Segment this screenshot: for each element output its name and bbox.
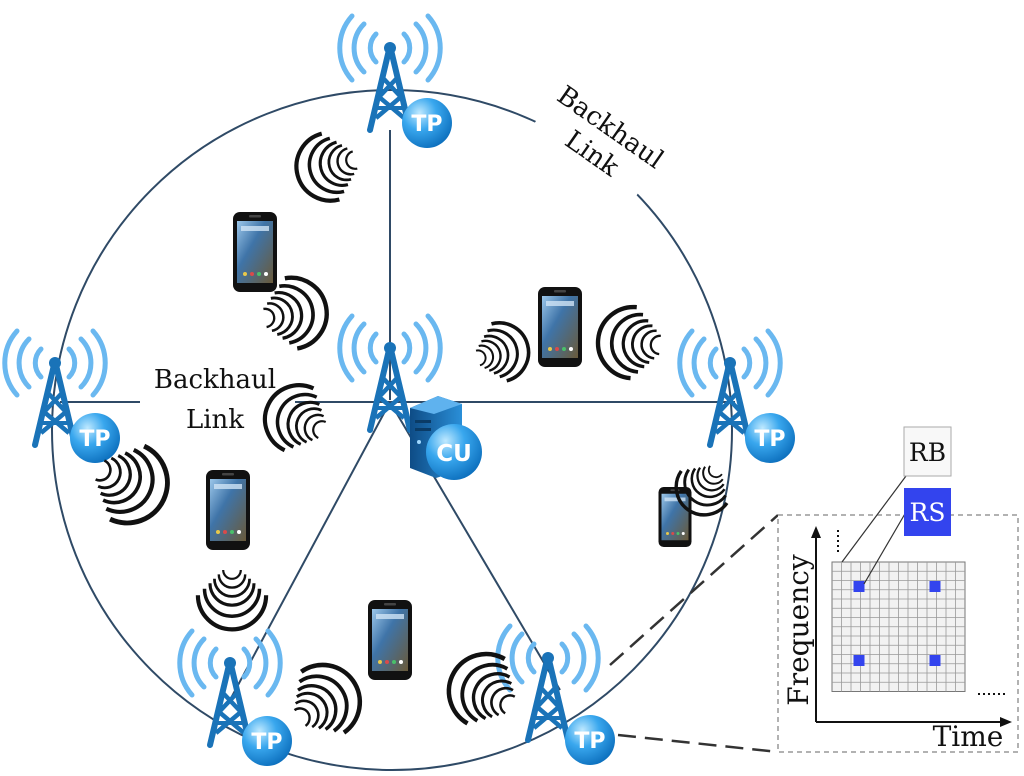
tp-badge-top: TP [402,98,452,148]
smartphone-icon-right [658,487,692,547]
rs-cell-2 [929,581,941,592]
radio-wave-icon-4 [595,304,663,380]
svg-text:Link: Link [186,405,244,435]
backhaul-link-label-left: Backhaul Link [154,365,276,435]
rs-cell-4 [929,655,941,666]
svg-text:TP: TP [79,427,110,452]
resource-grid [831,561,966,692]
svg-text:RB: RB [909,438,946,467]
frequency-axis-label: Frequency [782,554,815,706]
rs-cell-1 [853,581,865,592]
resource-grid-panel: Frequency Time RB RS [777,426,1019,753]
rs-cell-3 [853,655,865,666]
zoom-callout-lines [609,514,779,754]
radio-wave-icon-9 [279,650,375,748]
smartphone-icon-center-right [538,287,582,367]
smartphone-icon-lower-left [206,470,250,550]
svg-text:TP: TP [251,730,282,755]
rs-label-box: RS [904,488,951,536]
smartphone-icon-bottom [368,600,412,680]
svg-text:RS: RS [910,498,946,527]
smartphone-icon-upper-left [233,212,277,292]
tp-badge-right: TP [745,413,795,463]
tp-badge-left: TP [70,413,120,463]
radio-wave-icon-3 [468,314,537,389]
time-axis-label: Time [933,720,1004,753]
svg-text:TP: TP [411,112,442,137]
radio-wave-icon-1 [289,127,364,208]
svg-text:Backhaul: Backhaul [154,365,276,395]
radio-wave-icon-8 [198,570,266,629]
tp-badge-bottom-left: TP [242,716,292,766]
rb-label-box: RB [903,426,952,477]
svg-text:CU: CU [436,441,472,467]
cu-badge: CU [426,424,482,480]
svg-text:TP: TP [754,427,785,452]
svg-text:TP: TP [574,729,605,754]
tp-badge-bottom-right: TP [565,715,615,765]
